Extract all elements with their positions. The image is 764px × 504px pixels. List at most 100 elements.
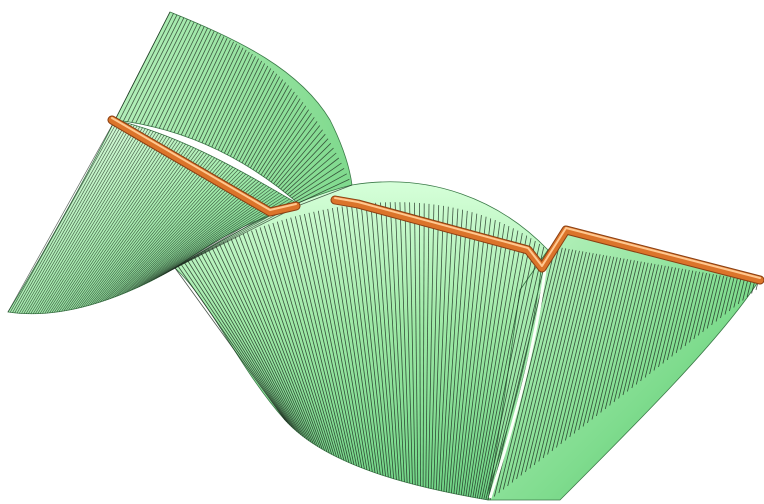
ruling-line <box>542 253 594 459</box>
ruling-line <box>560 255 608 445</box>
ruling-line <box>61 140 178 312</box>
ruling-line <box>443 209 463 492</box>
ruling-line <box>365 203 392 479</box>
ruling-line <box>65 142 184 311</box>
ruling-line <box>233 73 278 159</box>
ruling-line <box>299 184 353 206</box>
ruling-line <box>44 133 160 314</box>
ruling-line <box>275 129 323 186</box>
ruling-line <box>498 247 560 494</box>
ruling-line <box>258 101 304 174</box>
ruling-line <box>322 209 368 470</box>
ruling-line <box>75 147 194 309</box>
ruling-line <box>481 240 536 499</box>
ruling-line <box>551 254 601 452</box>
ruling-line <box>116 169 239 297</box>
ruling-line <box>197 254 298 432</box>
ruling-line <box>671 270 694 357</box>
ruling-line <box>94 157 215 304</box>
ruling-line <box>287 152 337 195</box>
ruling-line <box>276 221 342 460</box>
ruling-line <box>42 132 157 314</box>
ruling-line <box>658 268 683 368</box>
ruling-line <box>291 162 342 199</box>
ruling-line <box>234 236 319 447</box>
ruling-line <box>474 233 523 498</box>
ruling-line <box>460 220 496 496</box>
ruling-line <box>280 138 329 190</box>
ruling-line <box>35 129 149 314</box>
ruling-line <box>119 170 241 296</box>
ruling-line <box>706 275 721 329</box>
crease-edge-shadow <box>485 261 543 499</box>
ruling-line <box>217 60 263 151</box>
ruling-line <box>155 26 205 128</box>
ruling-line <box>385 202 403 482</box>
ruling-line <box>591 259 632 420</box>
ruling-line <box>131 178 254 291</box>
ruling-line <box>715 276 728 322</box>
ruling-line <box>693 273 711 340</box>
ruling-line <box>191 43 238 139</box>
ruling-line <box>399 202 411 484</box>
ruling-line <box>214 58 259 149</box>
ruling-line <box>173 34 222 133</box>
ruling-line <box>177 265 287 423</box>
ruling-line <box>569 256 615 438</box>
ruling-line <box>102 161 223 302</box>
tube-segment-left-body <box>108 116 300 216</box>
ruling-line <box>265 113 312 179</box>
ruling-line <box>14 121 124 314</box>
ruling-line <box>720 277 731 319</box>
ruling-line <box>135 18 188 124</box>
ruling-line <box>174 267 286 421</box>
ruling-line <box>147 23 198 126</box>
ruling-line <box>123 14 178 122</box>
tube-segment-left-highlight <box>111 117 297 211</box>
ruling-line <box>211 247 306 439</box>
ruling-line <box>438 207 454 491</box>
ruling-line <box>618 263 652 399</box>
ruling-line <box>470 228 514 497</box>
ruling-line <box>684 272 704 347</box>
ruling-line <box>511 248 570 483</box>
ruling-line <box>351 205 384 476</box>
ruling-line <box>260 105 307 176</box>
ruling-line <box>25 125 138 314</box>
ruling-line <box>174 204 301 269</box>
ruling-line <box>143 21 195 125</box>
ruling-line <box>162 29 212 130</box>
ruling-line <box>640 266 670 382</box>
ruling-line <box>448 212 473 493</box>
ruling-line <box>556 254 604 448</box>
ruling-line <box>9 120 119 313</box>
ruling-line <box>467 226 510 497</box>
ruling-line <box>414 202 419 486</box>
ruling-line <box>177 36 225 134</box>
ruling-line <box>520 250 577 476</box>
ruling-line <box>12 121 121 313</box>
ruling-line <box>463 221 501 496</box>
ruling-line <box>680 271 700 350</box>
ruling-line <box>241 82 286 163</box>
ruling-line <box>293 168 345 201</box>
ruling-line <box>219 243 310 442</box>
ruling-line <box>281 220 345 461</box>
ruling-line <box>451 213 478 494</box>
ruling-line <box>30 127 143 314</box>
ruling-line <box>263 109 310 177</box>
ruling-line <box>644 266 673 378</box>
ruling-line <box>483 243 540 500</box>
ruling-line <box>32 128 146 314</box>
ruling-line <box>51 136 168 313</box>
ruling-line <box>244 85 289 165</box>
ruling-line <box>409 202 416 485</box>
ruling-line <box>80 149 200 308</box>
ruling-line <box>73 146 192 310</box>
ruling-line <box>578 257 622 431</box>
ruling-line <box>263 225 335 456</box>
ruling-line <box>742 280 749 301</box>
surface-back-sheet <box>114 11 353 206</box>
ruling-line <box>87 153 207 306</box>
ruling-line <box>456 216 487 495</box>
